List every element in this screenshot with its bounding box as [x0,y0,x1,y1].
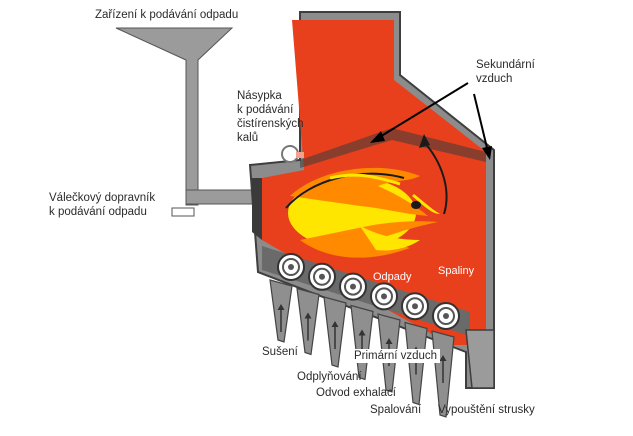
grate-roller [278,254,304,280]
label-waste: Odpady [373,270,412,284]
label-combustion: Spalování [370,403,421,417]
label-roller-conveyor-line2: k podávání odpadu [49,205,147,219]
label-secondary-air-line2: vzduch [476,72,512,86]
grate-roller [340,274,366,300]
label-gasification: Odplyňování [297,370,362,384]
label-waste-feeder: Zařízení k podávání odpadu [95,8,238,22]
grate-roller [402,293,428,319]
label-flue-gas: Spaliny [438,264,474,278]
grate-roller [371,283,397,309]
label-primary-air: Primární vzduch [351,349,440,363]
label-slag-discharge: Vypouštění strusky [438,403,535,417]
waste-feed-hopper [116,28,256,216]
label-sludge-hopper-line1: Násypka [237,89,282,103]
label-drying: Sušení [262,345,298,359]
label-sludge-hopper-line4: kalů [237,131,258,145]
grate-roller [309,264,335,290]
label-sludge-hopper-line3: čistírenských [237,117,303,131]
label-roller-conveyor-line1: Válečkový dopravník [49,191,155,205]
label-exhaust-removal: Odvod exhalací [316,386,396,400]
feed-wall [252,178,262,240]
grate-roller [433,303,459,329]
label-secondary-air-line1: Sekundární [476,58,535,72]
label-sludge-hopper-line2: k podávání [237,103,293,117]
